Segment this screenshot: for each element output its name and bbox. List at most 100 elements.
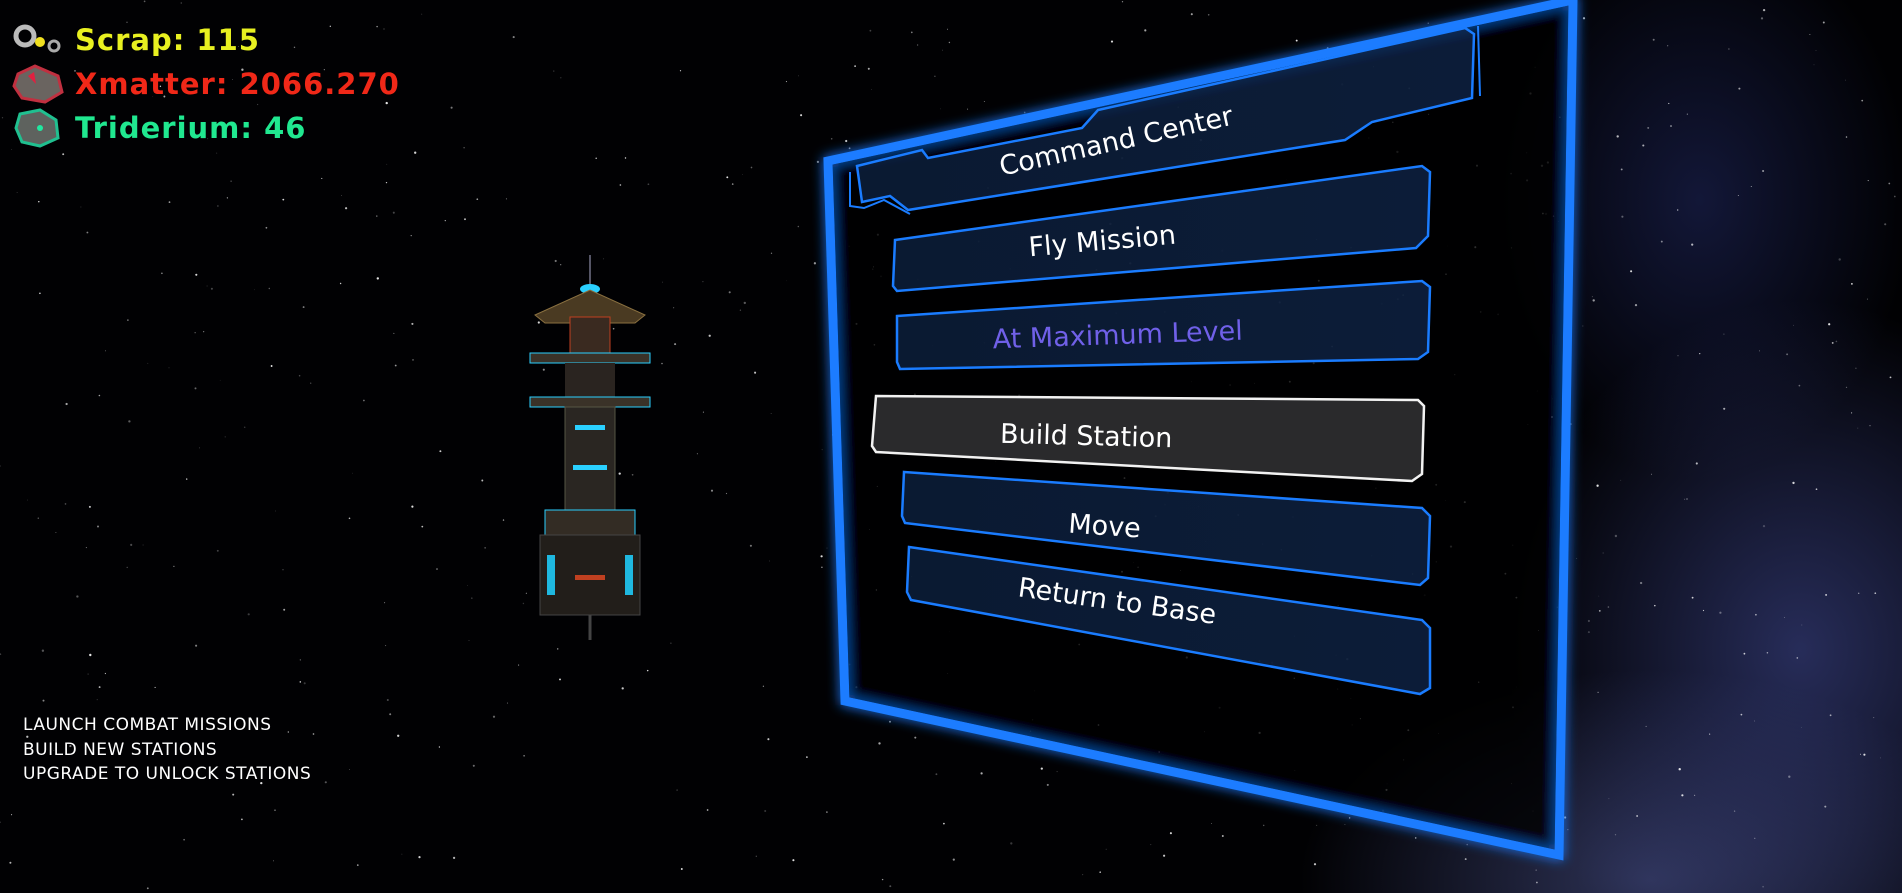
star [1630, 270, 1633, 273]
star [676, 789, 678, 791]
xmatter-icon [12, 64, 64, 104]
star [1888, 182, 1891, 185]
star [199, 447, 200, 449]
star [303, 682, 306, 685]
star [935, 773, 938, 776]
star [743, 301, 746, 305]
star [0, 653, 2, 655]
star [356, 864, 359, 866]
star [750, 166, 753, 169]
star [726, 176, 729, 179]
star [1861, 99, 1864, 102]
star [696, 453, 698, 455]
star [1023, 111, 1026, 114]
star [889, 720, 891, 723]
star [1582, 325, 1584, 327]
star [1591, 296, 1593, 298]
star [1169, 832, 1172, 835]
star [1760, 17, 1764, 20]
star [869, 29, 872, 32]
star [1587, 619, 1590, 623]
star [283, 608, 286, 611]
star [1620, 479, 1622, 481]
star [1851, 412, 1853, 414]
star [298, 374, 301, 377]
star [27, 499, 28, 501]
star [1801, 624, 1803, 626]
star [624, 157, 627, 159]
star [376, 277, 379, 280]
star [603, 258, 605, 260]
star [560, 77, 562, 79]
star [1793, 324, 1794, 326]
fly-mission-button[interactable]: Fly Mission [891, 164, 1432, 293]
star [418, 856, 421, 859]
star [143, 0, 146, 3]
star [502, 519, 505, 521]
star [1866, 298, 1868, 300]
star [275, 510, 276, 512]
star [1857, 592, 1860, 595]
star [294, 125, 297, 128]
star [728, 291, 731, 294]
star [1809, 33, 1811, 35]
star [64, 503, 67, 505]
star [256, 103, 259, 106]
star [767, 738, 770, 741]
star [1733, 810, 1736, 812]
star [438, 746, 441, 748]
star [16, 192, 18, 194]
star [674, 343, 677, 346]
star [542, 368, 545, 371]
star [1, 117, 4, 119]
star [1536, 881, 1538, 884]
star [226, 197, 229, 199]
star [0, 465, 1, 467]
star [1670, 125, 1672, 127]
star [1815, 488, 1818, 491]
star [1567, 829, 1569, 831]
star [232, 793, 235, 796]
star [1639, 581, 1643, 585]
star [481, 479, 484, 482]
star [821, 449, 823, 451]
star [1743, 652, 1746, 655]
star [163, 95, 166, 98]
star [393, 332, 395, 334]
star [89, 653, 92, 657]
star [154, 751, 156, 753]
star [806, 756, 808, 758]
star [11, 814, 13, 816]
star [85, 547, 87, 549]
star [421, 525, 424, 528]
xmatter-count: Xmatter: 2066.270 [75, 67, 400, 101]
star [537, 321, 540, 324]
star [1723, 333, 1725, 335]
star [452, 856, 456, 860]
star [1786, 353, 1789, 356]
star [813, 262, 817, 265]
star [126, 566, 128, 569]
star [1754, 837, 1756, 839]
star [323, 69, 325, 71]
star [155, 88, 157, 90]
star [386, 163, 388, 165]
star [65, 402, 68, 406]
move-button[interactable]: Move [900, 470, 1432, 587]
star [1873, 717, 1875, 719]
star [324, 781, 327, 784]
star [821, 566, 823, 568]
star [1719, 611, 1722, 614]
star [312, 733, 315, 735]
build-station-button[interactable]: Build Station [870, 394, 1426, 483]
star [848, 147, 851, 150]
star [1344, 823, 1346, 826]
upgrade-button-disabled[interactable]: At Maximum Level [895, 279, 1432, 371]
star [1660, 240, 1663, 243]
star [1348, 817, 1351, 819]
star [302, 306, 305, 309]
return-to-base-button[interactable]: Return to Base [905, 545, 1432, 696]
star [412, 359, 414, 361]
star [293, 46, 296, 49]
star [1642, 144, 1645, 147]
